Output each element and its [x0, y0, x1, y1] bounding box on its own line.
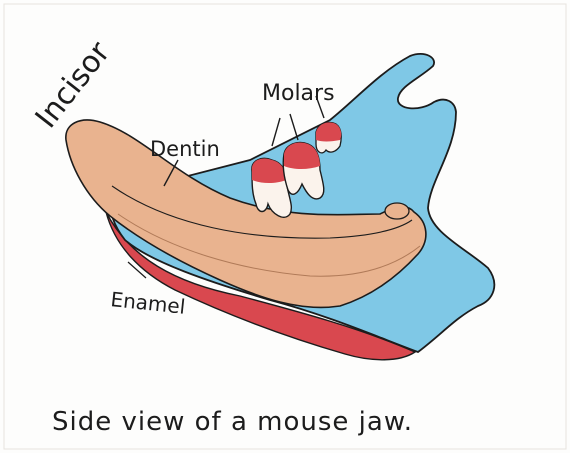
incisor-root-bump — [385, 203, 409, 219]
molar-3 — [316, 122, 341, 152]
incisor-label: Incisor — [29, 35, 118, 135]
molars-label: Molars — [262, 81, 335, 106]
molars-pointer-line-1 — [272, 118, 280, 146]
caption: Side view of a mouse jaw. — [52, 407, 413, 437]
dentin-label: Dentin — [150, 137, 220, 161]
molars-pointer-line-2 — [290, 114, 298, 140]
enamel-label: Enamel — [109, 287, 186, 319]
